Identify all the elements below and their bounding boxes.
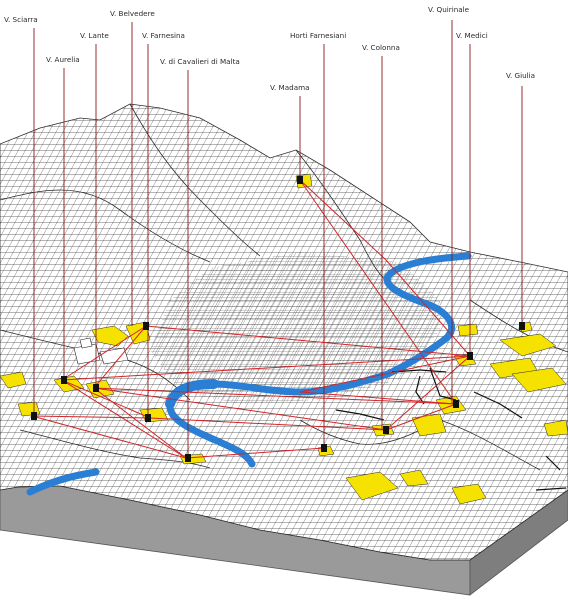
marker-medici	[467, 352, 473, 360]
villa-labels: V. Sciarra V. Belvedere V. Lante V. Farn…	[4, 5, 535, 92]
label-farnesina: V. Farnesina	[142, 31, 185, 40]
label-colonna: V. Colonna	[362, 43, 400, 52]
tiber-river	[26, 252, 472, 496]
villa-markers	[31, 176, 525, 462]
marker-quirinale	[453, 400, 459, 408]
leader-lines	[33, 20, 523, 458]
marker-belvedere	[143, 322, 149, 330]
villa-areas	[0, 173, 568, 505]
label-quirinale: V. Quirinale	[428, 5, 470, 14]
marker-orti	[321, 444, 327, 452]
label-aurelia: V. Aurelia	[46, 55, 80, 64]
marker-madama	[297, 176, 303, 184]
label-orti: Horti Farnesiani	[290, 31, 346, 40]
label-madama: V. Madama	[270, 83, 310, 92]
label-cavalieri: V. di Cavalieri di Malta	[160, 57, 240, 66]
label-lante: V. Lante	[80, 31, 109, 40]
marker-aurelia	[61, 376, 67, 384]
label-medici: V. Medici	[456, 31, 488, 40]
marker-farnesina	[145, 414, 151, 422]
walls-roads	[335, 367, 567, 491]
building-cluster	[73, 337, 129, 365]
marker-cavalieri	[185, 454, 191, 462]
marker-lante	[93, 384, 99, 392]
label-belvedere: V. Belvedere	[110, 9, 155, 18]
marker-colonna	[383, 426, 389, 434]
plain-mesh	[150, 252, 440, 404]
label-sciarra: V. Sciarra	[4, 15, 38, 24]
label-giulia: V. Giulia	[506, 71, 535, 80]
sight-lines	[31, 179, 471, 459]
marker-sciarra	[31, 412, 37, 420]
marker-giulia	[519, 322, 525, 330]
